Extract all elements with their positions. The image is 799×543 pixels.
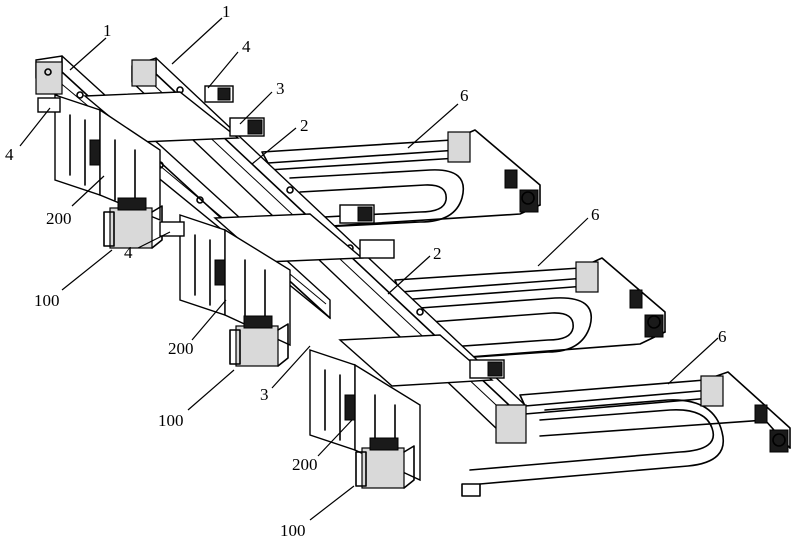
label-6-upper: 6 [460,86,469,105]
label-200-lower: 200 [292,455,318,474]
label-2-upper: 2 [300,116,309,135]
actuator-middle [159,221,185,237]
label-1-right: 1 [222,2,231,21]
label-200-upper: 200 [46,209,72,228]
actuator-upper [204,85,234,103]
label-100-lower: 100 [280,521,306,540]
u-frame-lower [461,371,791,497]
actuator-left [37,97,61,113]
motor-3 [355,437,415,489]
label-100-upper: 100 [34,291,60,310]
label-1-left: 1 [103,21,112,40]
label-6-lower: 6 [718,327,727,346]
label-6-middle: 6 [591,205,600,224]
side-mechanism-2 [179,214,291,347]
cross-module-lower [469,359,505,379]
label-2-lower: 2 [433,244,442,263]
label-4-middle: 4 [124,243,133,262]
label-100-middle: 100 [158,411,184,430]
label-3-upper: 3 [276,79,285,98]
leader-lines [19,17,719,521]
motor-1 [103,197,163,249]
motor-2 [229,315,289,367]
label-3-lower: 3 [260,385,269,404]
label-200-middle: 200 [168,339,194,358]
side-mechanism-1 [54,94,161,222]
label-4-top: 4 [242,37,251,56]
cross-module-middle [339,204,395,259]
cross-module-upper [229,117,265,137]
label-4-left: 4 [5,145,14,164]
work-plate-3 [338,334,494,387]
